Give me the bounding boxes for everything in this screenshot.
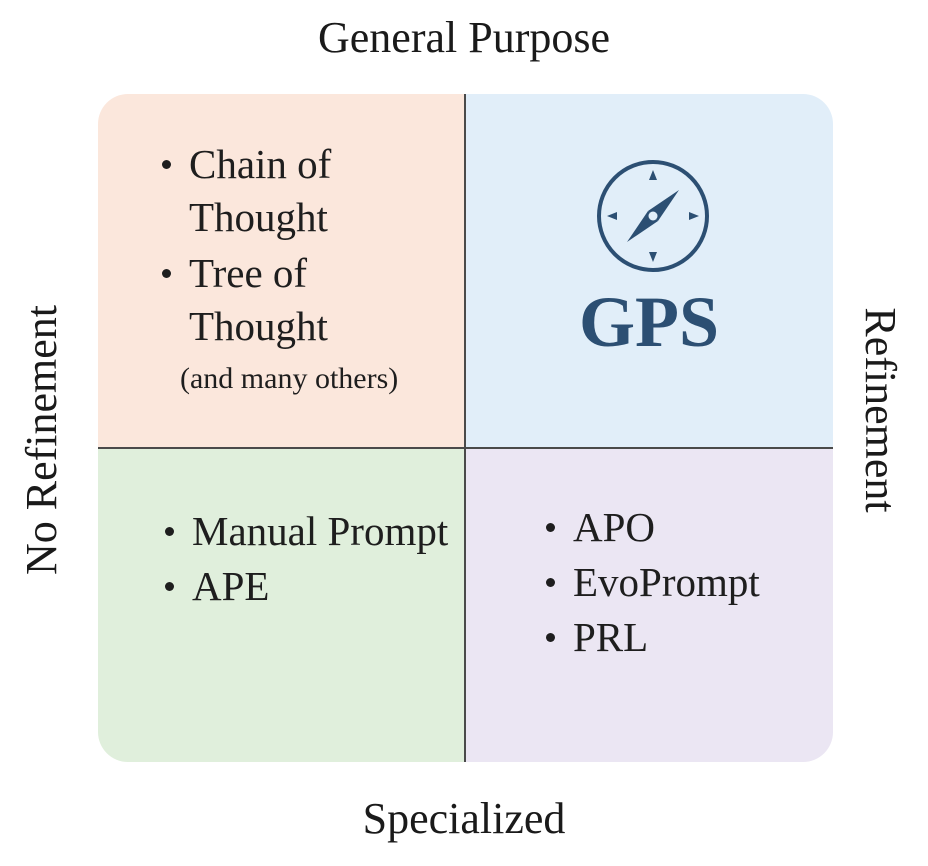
- list-item: Chain of Thought: [162, 138, 452, 244]
- method-list: Manual Prompt APE: [165, 505, 455, 615]
- axis-label-specialized: Specialized: [362, 794, 566, 843]
- quadrant-title: GPS: [578, 282, 720, 362]
- quadrant-specialized-no-refinement: Manual Prompt APE: [98, 447, 465, 762]
- quadrant-specialized-refinement: APO EvoPrompt PRL: [465, 447, 833, 762]
- axis-label-refinement: Refinement: [856, 307, 905, 513]
- horizontal-divider: [98, 447, 833, 449]
- list-item: APO: [546, 501, 826, 554]
- list-item: PRL: [546, 611, 826, 664]
- list-item: EvoPrompt: [546, 556, 826, 609]
- bullet-icon: [162, 269, 171, 278]
- list-item: APE: [165, 560, 455, 613]
- bullet-icon: [165, 582, 174, 591]
- bullet-icon: [546, 633, 555, 642]
- bullet-icon: [165, 527, 174, 536]
- quadrant-general-refinement: GPS: [465, 94, 833, 447]
- method-label: APE: [192, 563, 270, 609]
- method-list: APO EvoPrompt PRL: [546, 501, 826, 666]
- quadrant-note: (and many others): [180, 362, 399, 395]
- method-label: EvoPrompt: [573, 559, 760, 605]
- method-label: Manual Prompt: [192, 508, 449, 554]
- axis-label-no-refinement: No Refinement: [17, 304, 66, 576]
- quadrant-grid: Chain of Thought Tree of Thought (and ma…: [98, 94, 833, 762]
- method-label: Tree of Thought: [189, 250, 328, 349]
- method-list: Chain of Thought Tree of Thought: [162, 138, 452, 356]
- bullet-icon: [546, 578, 555, 587]
- list-item: Manual Prompt: [165, 505, 455, 558]
- method-label: Chain of Thought: [189, 141, 332, 240]
- method-label: APO: [573, 504, 656, 550]
- list-item: Tree of Thought: [162, 247, 452, 353]
- bullet-icon: [162, 160, 171, 169]
- quadrant-general-no-refinement: Chain of Thought Tree of Thought (and ma…: [98, 94, 465, 447]
- method-label: PRL: [573, 614, 649, 660]
- vertical-divider: [464, 94, 466, 762]
- axis-label-general-purpose: General Purpose: [317, 13, 610, 62]
- compass-icon: [597, 160, 709, 272]
- bullet-icon: [546, 523, 555, 532]
